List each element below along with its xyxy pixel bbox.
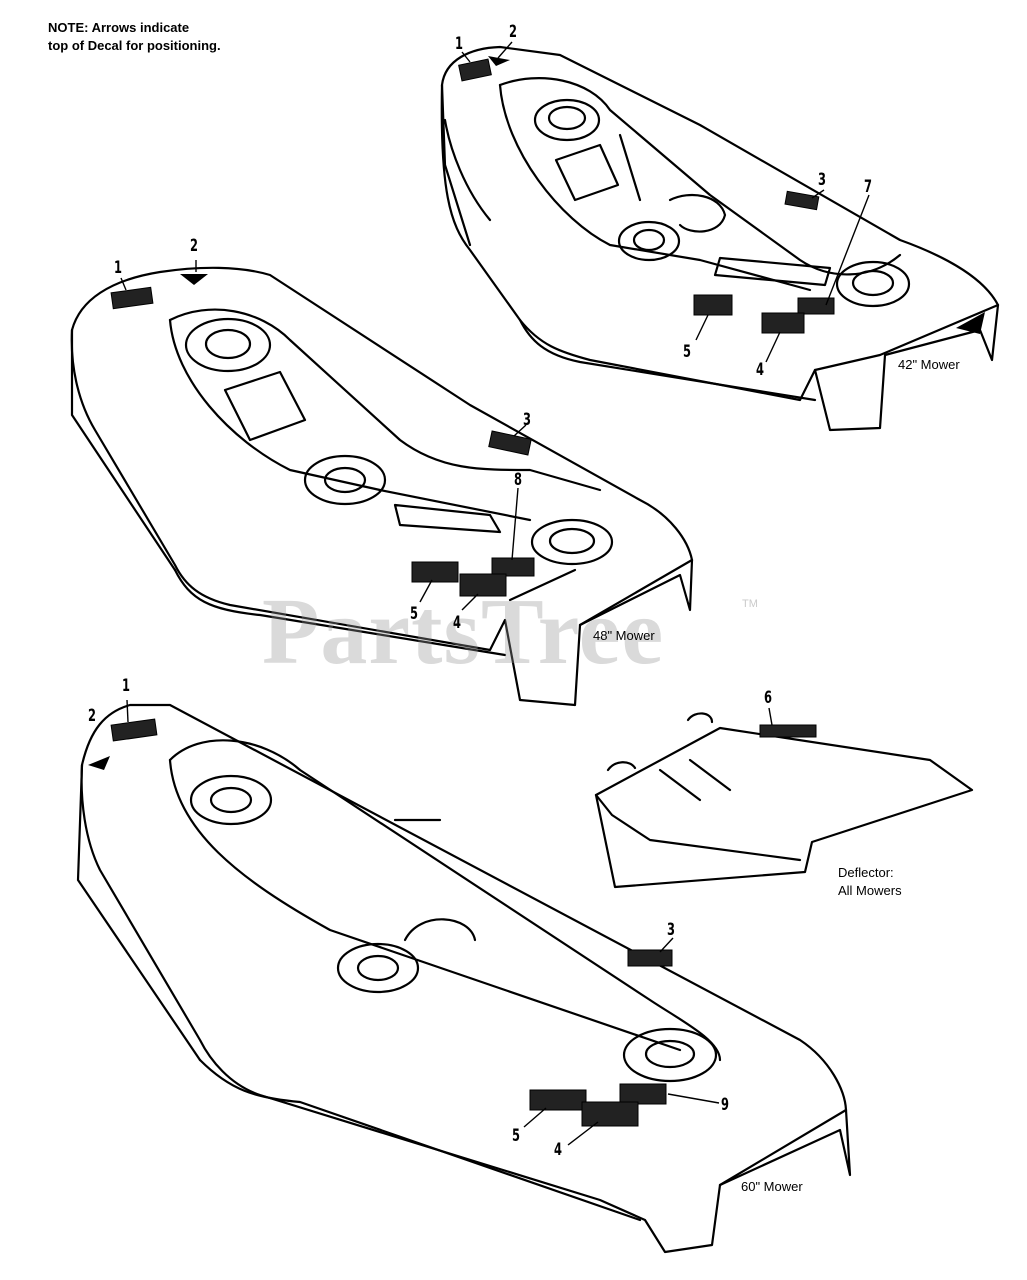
callout-60-9: 9 (721, 1095, 729, 1115)
decals (110, 58, 835, 1127)
callout-60-3: 3 (667, 920, 675, 940)
callout-48-1: 1 (114, 258, 122, 278)
position-arrows (88, 56, 985, 770)
callout-42-2: 2 (509, 22, 517, 42)
label-deflector: Deflector: (838, 865, 894, 880)
label-42-mower: 42" Mower (898, 357, 960, 372)
deck-42-inch (440, 45, 1000, 432)
callout-42-5: 5 (683, 342, 691, 362)
leader-lines (120, 41, 870, 1146)
label-all-mowers: All Mowers (838, 883, 902, 898)
watermark-text: PartsTree (262, 580, 665, 684)
callout-48-4: 4 (453, 613, 461, 633)
label-48-mower: 48" Mower (593, 628, 655, 643)
callout-48-3: 3 (523, 410, 531, 430)
callout-deflector-6: 6 (764, 688, 772, 708)
note-line-1: NOTE: Arrows indicate (48, 20, 190, 35)
callout-42-1: 1 (455, 34, 463, 54)
callout-60-5: 5 (512, 1126, 520, 1146)
callout-60-2: 2 (88, 706, 96, 726)
watermark-trademark: TM (742, 598, 758, 610)
callout-60-1: 1 (122, 676, 130, 696)
label-60-mower: 60" Mower (741, 1179, 803, 1194)
note-line-2: top of Decal for positioning. (48, 38, 221, 53)
deflector (594, 712, 974, 889)
callout-48-5: 5 (410, 604, 418, 624)
callout-42-7: 7 (864, 177, 872, 197)
positioning-note: NOTE: Arrows indicate top of Decal for p… (48, 19, 221, 55)
callout-48-2: 2 (190, 236, 198, 256)
deck-60-inch (76, 703, 852, 1254)
deck-48-inch (70, 266, 694, 707)
callout-42-3: 3 (818, 170, 826, 190)
callout-60-4: 4 (554, 1140, 562, 1160)
callout-48-8: 8 (514, 470, 522, 490)
callout-42-4: 4 (756, 360, 764, 380)
